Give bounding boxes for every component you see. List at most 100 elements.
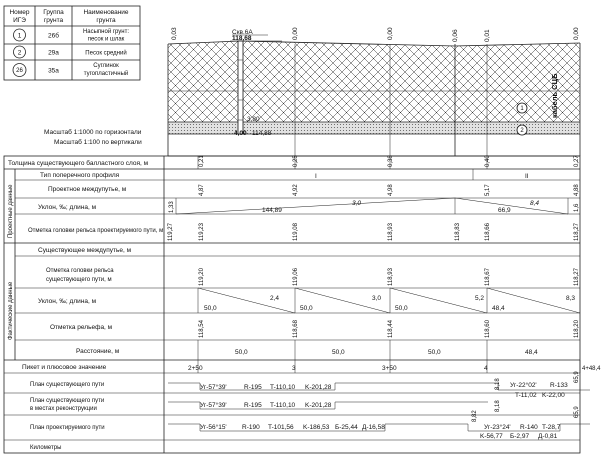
relief-5: 118,20 (574, 319, 580, 338)
svg-text:грунта: грунта (44, 17, 64, 24)
plan-exist-r: R-195 (244, 384, 262, 391)
exist-grade-l3: 50,0 (395, 305, 408, 312)
picket-5: 4+48,4 (582, 366, 601, 372)
exist-grade-g3: 5,2 (475, 295, 484, 302)
design-grade-left: 1,33 (169, 201, 175, 213)
exist-rail-2: 119,06 (293, 267, 299, 286)
plan-design-d: Д-16,58 (362, 424, 385, 431)
plan-design-b: Б-25,44 (335, 424, 358, 431)
design-rail-6: 118,66 (485, 222, 491, 241)
legend-row-1-group: 26б (48, 32, 59, 40)
design-rail-5: 118,83 (455, 222, 461, 241)
legend-row-1-num: 1 (18, 33, 22, 40)
exist-grade-l1: 50,0 (204, 305, 217, 312)
legend-row-1-name: Насыпной грунт: (83, 28, 129, 35)
profile-type-1: I (315, 173, 317, 180)
relief-1: 118,54 (199, 319, 205, 338)
plan-recon-t: T-110,10 (270, 402, 296, 409)
top-label-3: 0,00 (387, 27, 394, 40)
picket-3: 3+50 (382, 365, 397, 372)
profile-data-table: Проектные данные Фактические данные Толщ… (3, 155, 601, 454)
plan-side-2: 65,9 (574, 371, 580, 383)
ige-2-marker (13, 45, 26, 59)
legend-header-group: Группа (43, 9, 64, 16)
design-rail-1: 119,27 (168, 222, 174, 241)
design-rail-3: 119,08 (293, 222, 299, 241)
row-label-ballast: Толщина существующего балластного слоя, … (8, 159, 149, 167)
legend-header-num: Номер (9, 9, 29, 16)
row-label-exist-spacing: Существующее междупутье, м (38, 247, 132, 254)
row-label-design-grade: Уклон, ‰; длина, м (38, 204, 97, 211)
ballast-2: 0,25 (293, 155, 299, 167)
plan-side-1: 8,18 (495, 378, 501, 390)
plan-design-d-2: Д-0,81 (538, 433, 558, 440)
design-grade-l2: 66,9 (498, 207, 511, 214)
picket-1: 2+50 (188, 365, 203, 372)
plan-exist-k-2: K-22,00 (542, 392, 565, 399)
design-spacing-2: 4,92 (293, 184, 299, 196)
distance-1: 50,0 (235, 349, 248, 356)
borehole-bottom: 114,88 (252, 130, 272, 137)
plan-design-r: R-190 (242, 424, 260, 431)
legend-row-1-name2: песок и шлак (88, 37, 125, 43)
design-rail-4: 118,93 (388, 222, 394, 241)
plan-side-4: 8,82 (472, 410, 478, 422)
plan-design-k-2: K-56,77 (480, 433, 503, 440)
plan-design-b-2: Б-2,97 (510, 433, 529, 440)
plan-exist-k: K-201,28 (305, 384, 332, 391)
row-label-plan-design: План проектируемого пути (30, 425, 105, 431)
legend-row-3-name2: тугопластичный (84, 70, 129, 77)
group-actual: Фактические данные (8, 281, 14, 340)
svg-text:ИГЭ: ИГЭ (13, 17, 26, 24)
exist-grade-g4: 8,3 (566, 295, 575, 302)
legend-row-2-num: 2 (18, 50, 22, 57)
plan-design-angle-2: Уг-23°24' (484, 423, 511, 431)
top-label-2: 0,00 (292, 27, 299, 40)
row-label-distance: Расстояние, м (76, 348, 120, 355)
top-label-4: 0,06 (452, 29, 459, 42)
layer-marker-1: 1 (520, 106, 524, 112)
legend-header-name: Наименование (83, 9, 128, 16)
distance-4: 48,4 (525, 349, 538, 356)
relief-2: 118,68 (293, 319, 299, 338)
cable-label: кабель СЦБ (550, 73, 559, 118)
top-label-6: 0,00 (573, 27, 580, 40)
borehole-depth-2: 4,00 (234, 130, 247, 137)
legend-row-2-group: 29а (48, 50, 59, 57)
plan-design-t: T-101,56 (268, 424, 294, 431)
borehole-name: Скв.6А (232, 29, 253, 36)
row-label-km: Километры (30, 445, 61, 451)
profile-type-2: II (525, 173, 529, 180)
exist-grade-g1: 2,4 (270, 295, 279, 302)
plan-design-angle: Уг-56°15' (200, 423, 227, 431)
scale-horizontal: Масштаб 1:1000 по горизонтали (44, 128, 142, 136)
design-spacing-5: 4,88 (574, 184, 580, 196)
ballast-5: 0,27 (574, 155, 580, 167)
picket-4: 4 (484, 365, 488, 372)
legend-row-3-num: 26 (16, 68, 23, 74)
geological-section: Скв.6А 118,68 3,80 4,00 114,88 0,03 0,00… (167, 27, 581, 157)
plan-exist-r-2: R-133 (550, 382, 568, 389)
plan-side-5: 65,9 (574, 406, 580, 418)
exist-rail-3: 118,93 (388, 267, 394, 286)
plan-design-t-2: T-28,7 (542, 424, 561, 431)
svg-text:в местах реконструкции: в местах реконструкции (30, 406, 97, 412)
fill-layer-2 (168, 122, 580, 134)
plan-recon-angle: Уг-57°39' (200, 401, 227, 409)
svg-text:грунта: грунта (96, 17, 116, 24)
plan-side-3: 8,18 (495, 400, 501, 412)
plan-exist-angle-2: Уг-22°02' (510, 381, 537, 389)
scale-vertical: Масштаб 1:100 по вертикали (54, 138, 142, 146)
plan-design-k: K-186,53 (303, 424, 330, 431)
fill-layer-1 (168, 41, 580, 122)
exist-grade-l2: 50,0 (300, 305, 313, 312)
svg-text:План существующего пути: План существующего пути (30, 398, 104, 404)
legend-row-2-name: Песок средний (85, 50, 126, 57)
exist-grade-g2: 3,0 (372, 295, 381, 302)
ige-26-marker (12, 63, 27, 77)
row-label-relief: Отметка рельефа, м (50, 324, 113, 331)
design-spacing-1: 4,87 (199, 184, 205, 196)
design-rail-2: 119,23 (199, 222, 205, 241)
borehole-depth-1: 3,80 (247, 116, 260, 123)
exist-rail-4: 118,67 (485, 267, 491, 286)
